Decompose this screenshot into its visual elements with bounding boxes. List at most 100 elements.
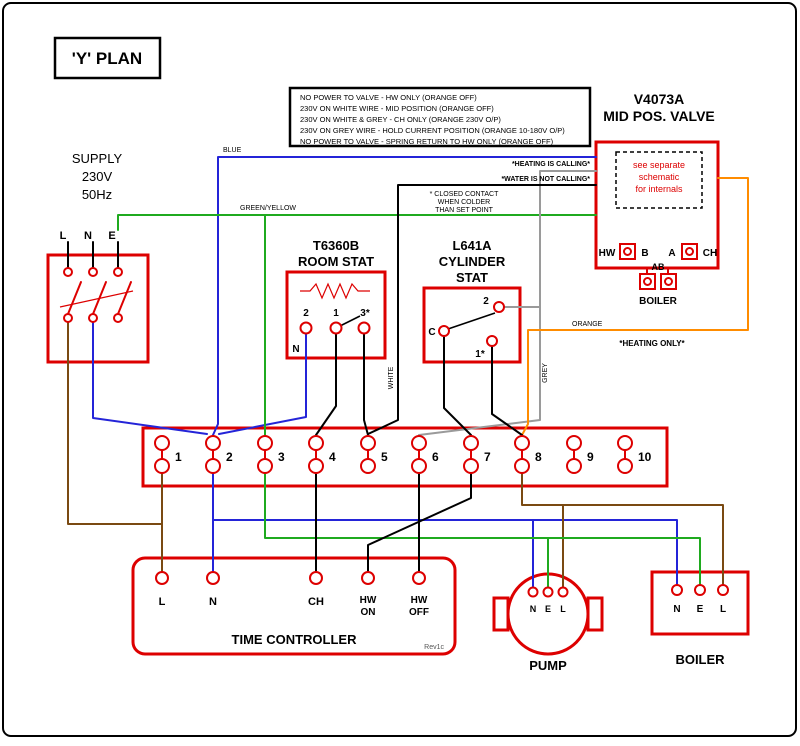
valve-note-line: see separate (633, 160, 685, 170)
room-stat-resistor (300, 282, 370, 300)
strip-terminal-7: 7 (463, 435, 491, 474)
legend: NO POWER TO VALVE - HW ONLY (ORANGE OFF)… (300, 93, 565, 146)
strip-terminal-1: 1 (154, 435, 182, 474)
valve-terminal-b: B (641, 248, 648, 259)
time-controller-title: TIME CONTROLLER (232, 632, 358, 647)
cylinder-stat-terminal-1: 1* (475, 349, 485, 360)
pump-title: PUMP (529, 658, 567, 673)
cylinder-stat-switch-arm (447, 312, 496, 330)
valve-internals-dashed-box (615, 151, 703, 209)
room-stat-neutral: N (292, 344, 299, 355)
pump-terminal-n: N (530, 604, 537, 614)
timer-terminal-l: L (159, 596, 166, 608)
heating-is-calling-note: *HEATING IS CALLING* (512, 161, 590, 168)
legend-line: 230V ON WHITE WIRE - MID POSITION (ORANG… (300, 104, 494, 113)
cylinder-stat-labels: L641A CYLINDER STAT 2 C 1* (428, 238, 505, 360)
valve-terminal-a: A (668, 248, 675, 259)
title-box (53, 36, 162, 80)
annotations: *HEATING IS CALLING* *WATER IS NOT CALLI… (430, 161, 686, 348)
water-not-calling-note: *WATER IS NOT CALLING* (501, 176, 590, 183)
boiler-terminal-e: E (697, 604, 704, 615)
strip-terminal-8: 8 (514, 435, 542, 474)
valve-boiler-label: BOILER (639, 296, 678, 307)
legend-line: NO POWER TO VALVE - HW ONLY (ORANGE OFF) (300, 93, 477, 102)
valve-name: MID POS. VALVE (603, 108, 715, 124)
strip-terminal-5: 5 (360, 435, 388, 474)
white-wire-label: WHITE (388, 366, 395, 389)
cylinder-stat-model: L641A (452, 238, 492, 253)
strip-terminal-6: 6 (411, 435, 439, 474)
room-stat-terminal-2: 2 (303, 308, 309, 319)
timer-terminal-n: N (209, 596, 217, 608)
legend-box (288, 86, 592, 148)
revision-label: Rev1c (424, 644, 444, 651)
orange-wire-label: ORANGE (572, 321, 603, 328)
pump-labels: N E L PUMP (529, 604, 567, 673)
green-yellow-wire-label: GREEN/YELLOW (240, 205, 296, 212)
wire-black-and-white (67, 184, 597, 573)
terminal-strip: 1 2 3 4 5 6 7 8 9 10 (154, 435, 652, 474)
strip-terminal-4: 4 (308, 435, 336, 474)
strip-terminal-3: 3 (257, 435, 285, 474)
strip-number: 6 (432, 450, 439, 464)
boiler-terminal-n: N (673, 604, 680, 615)
strip-number: 4 (329, 450, 336, 464)
boiler-terminal-l: L (720, 604, 726, 615)
room-stat-labels: T6360B ROOM STAT 2 1 3* N (292, 238, 374, 355)
closed-contact-note-3: THAN SET POINT (435, 207, 494, 214)
cylinder-stat-internals (438, 301, 505, 347)
time-controller-terminals (155, 571, 426, 585)
room-stat-model: T6360B (313, 238, 359, 253)
closed-contact-note-2: WHEN COLDER (438, 199, 491, 206)
cylinder-stat-terminal-2: 2 (483, 296, 489, 307)
strip-number: 10 (638, 450, 652, 464)
strip-terminal-2: 2 (205, 435, 233, 474)
timer-terminal-ch: CH (308, 596, 324, 608)
supply-isolator-box (46, 253, 150, 364)
pump-terminal-l: L (560, 604, 566, 614)
boiler-title: BOILER (675, 652, 725, 667)
strip-number: 7 (484, 450, 491, 464)
wire-color-labels: BLUE GREEN/YELLOW WHITE GREY ORANGE (223, 147, 603, 389)
cylinder-stat-name2: STAT (456, 270, 488, 285)
valve-terminals (619, 243, 698, 290)
wire-grey (418, 170, 597, 436)
pump-terminal-e: E (545, 604, 551, 614)
room-stat-terminal-3: 3* (360, 308, 370, 319)
strip-number: 5 (381, 450, 388, 464)
room-stat-name: ROOM STAT (298, 254, 374, 269)
supply-line2: 230V (82, 169, 113, 184)
cylinder-stat-box (422, 286, 522, 364)
supply-terminal-e: E (108, 230, 115, 242)
strip-number: 3 (278, 450, 285, 464)
heating-only-note: *HEATING ONLY* (619, 339, 685, 348)
supply-line1: SUPPLY (72, 151, 123, 166)
strip-number: 2 (226, 450, 233, 464)
valve-terminal-ch: CH (703, 248, 717, 259)
strip-terminal-10: 10 (617, 435, 652, 474)
cylinder-stat-name1: CYLINDER (439, 254, 506, 269)
isolator-switch-internals (59, 267, 134, 323)
supply-terminal-l: L (60, 230, 67, 242)
boiler-labels: N E L BOILER (673, 604, 726, 667)
pump-terminals (527, 586, 569, 598)
timer-terminal-hw-on2: ON (361, 607, 376, 618)
timer-terminal-hw-on: HW (360, 595, 377, 606)
strip-terminal-9: 9 (566, 435, 594, 474)
boiler-terminals (671, 584, 729, 596)
legend-line: 230V ON WHITE & GREY - CH ONLY (ORANGE 2… (300, 115, 501, 124)
supply-line3: 50Hz (82, 187, 112, 202)
room-stat-internals (299, 282, 371, 335)
blue-wire-label: BLUE (223, 147, 242, 154)
legend-line: NO POWER TO VALVE - SPRING RETURN TO HW … (300, 137, 554, 146)
strip-number: 9 (587, 450, 594, 464)
grey-wire-label: GREY (542, 363, 549, 383)
supply-terminal-n: N (84, 230, 92, 242)
valve-terminal-ab: AB (652, 262, 665, 272)
valve-note-line: for internals (635, 184, 683, 194)
supply-labels: SUPPLY 230V 50Hz L N E (60, 151, 123, 242)
cylinder-stat-terminal-c: C (428, 327, 435, 338)
time-controller-labels: L N CH HW ON HW OFF TIME CONTROLLER Rev1… (159, 595, 445, 651)
wire-orange (521, 177, 749, 436)
